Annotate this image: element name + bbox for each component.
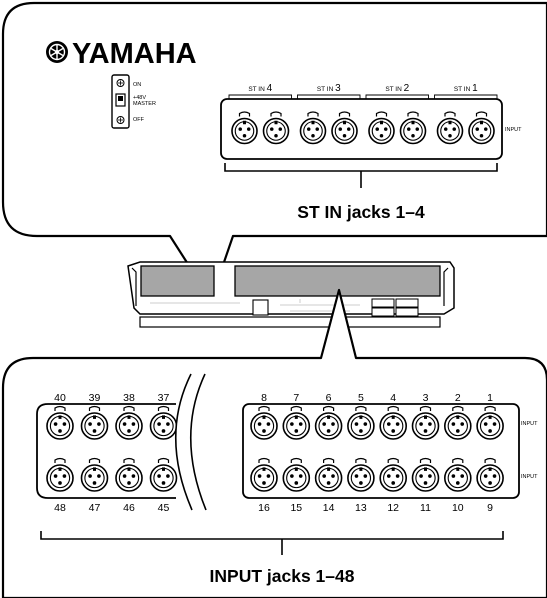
st-in-group-bracket — [434, 94, 498, 100]
input-number-top: 4 — [390, 392, 396, 404]
xlr-jack-icon — [443, 405, 472, 440]
input-number-bottom: 48 — [54, 502, 66, 514]
st-in-caption: ST IN jacks 1–4 — [297, 202, 425, 222]
xlr-jack-icon — [115, 405, 143, 440]
xlr-jack-icon — [411, 405, 440, 440]
input-number-top: 40 — [54, 392, 66, 404]
input-number-bottom: 14 — [323, 502, 335, 514]
input-number-top: 6 — [326, 392, 332, 404]
st-in-input-label: INPUT — [505, 127, 522, 133]
input-number-bottom: 11 — [420, 502, 431, 514]
panel-break-mark — [175, 373, 207, 511]
input-panel-left — [36, 403, 178, 499]
input-number-top: 38 — [123, 392, 135, 404]
st-in-group-label: ST IN 3 — [317, 83, 341, 94]
input-number-top: 1 — [487, 392, 493, 404]
input-number-bottom: 46 — [123, 502, 135, 514]
xlr-jack-icon — [443, 457, 472, 492]
xlr-jack-icon — [468, 111, 495, 145]
st-in-group-bracket — [228, 94, 292, 100]
xlr-jack-icon — [115, 457, 143, 492]
xlr-jack-icon — [331, 111, 358, 145]
input-number-bottom: 47 — [89, 502, 101, 514]
xlr-jack-icon — [368, 111, 395, 145]
input-number-top: 5 — [358, 392, 364, 404]
input-number-top: 37 — [158, 392, 170, 404]
input-row-label-bottom: INPUT — [521, 474, 538, 480]
xlr-jack-icon — [282, 405, 311, 440]
input-caption: INPUT jacks 1–48 — [210, 566, 355, 586]
xlr-jack-icon — [262, 111, 290, 145]
console-rear-panel — [127, 261, 455, 328]
switch-master-label: MASTER — [133, 101, 156, 107]
xlr-jack-icon — [314, 405, 343, 440]
switch-off-label: OFF — [133, 117, 145, 123]
xlr-jack-icon — [46, 457, 74, 492]
input-number-top: 39 — [89, 392, 101, 404]
input-row-label-top: INPUT — [521, 421, 538, 427]
xlr-jack-icon — [347, 405, 375, 440]
input-area-highlight — [234, 265, 441, 297]
input-number-bottom: 45 — [158, 502, 170, 514]
xlr-jack-icon — [46, 405, 74, 440]
input-number-bottom: 10 — [452, 502, 464, 514]
xlr-jack-icon — [476, 457, 504, 492]
xlr-jack-icon — [436, 111, 464, 145]
xlr-jack-icon — [149, 457, 178, 492]
xlr-jack-icon — [347, 457, 375, 492]
input-number-top: 8 — [261, 392, 267, 404]
xlr-jack-icon — [250, 457, 278, 492]
input-bracket — [40, 531, 504, 555]
st-in-group-label: ST IN 1 — [454, 83, 478, 94]
input-numbers: 8 7 6 5 4 3 2 1 16 15 14 13 12 11 10 9 40 39 38 37 48 47 46 45 — [54, 392, 493, 514]
xlr-jack-icon — [80, 405, 109, 440]
input-number-bottom: 9 — [487, 502, 493, 514]
st-in-group-label: ST IN 4 — [248, 83, 272, 94]
st-in-group-bracket — [297, 94, 361, 100]
xlr-jack-icon — [299, 111, 327, 145]
input-number-top: 3 — [423, 392, 429, 404]
st-in-bracket — [224, 163, 498, 188]
xlr-jack-icon — [379, 405, 408, 440]
xlr-jack-icon — [314, 457, 343, 492]
xlr-jack-icon — [476, 405, 504, 440]
switch-48v-label: +48V — [133, 95, 146, 101]
input-number-bottom: 13 — [355, 502, 367, 514]
st-in-group-label: ST IN 2 — [385, 83, 409, 94]
xlr-jack-icon — [80, 457, 109, 492]
xlr-jack-icon — [250, 405, 278, 440]
input-number-bottom: 16 — [258, 502, 270, 514]
xlr-jack-icon — [399, 111, 427, 145]
input-number-bottom: 12 — [387, 502, 399, 514]
xlr-jack-icon — [231, 111, 258, 145]
input-number-bottom: 15 — [290, 502, 302, 514]
input-panel-right — [242, 403, 520, 499]
xlr-jack-icon — [411, 457, 440, 492]
xlr-jack-icon — [282, 457, 311, 492]
input-number-top: 7 — [293, 392, 299, 404]
st-in-area-highlight — [140, 265, 215, 297]
yamaha-tuning-fork-emblem-icon — [46, 41, 68, 63]
phantom-power-switch: ON +48V MASTER OFF — [111, 74, 156, 129]
switch-on-label: ON — [133, 82, 141, 88]
st-in-group-bracket — [365, 94, 429, 100]
input-number-top: 2 — [455, 392, 461, 404]
xlr-jack-icon — [149, 405, 178, 440]
xlr-jack-icon — [379, 457, 408, 492]
brand-name: YAMAHA — [72, 38, 197, 70]
st-in-jack-panel — [220, 98, 503, 160]
yamaha-logo: YAMAHA — [46, 38, 197, 70]
